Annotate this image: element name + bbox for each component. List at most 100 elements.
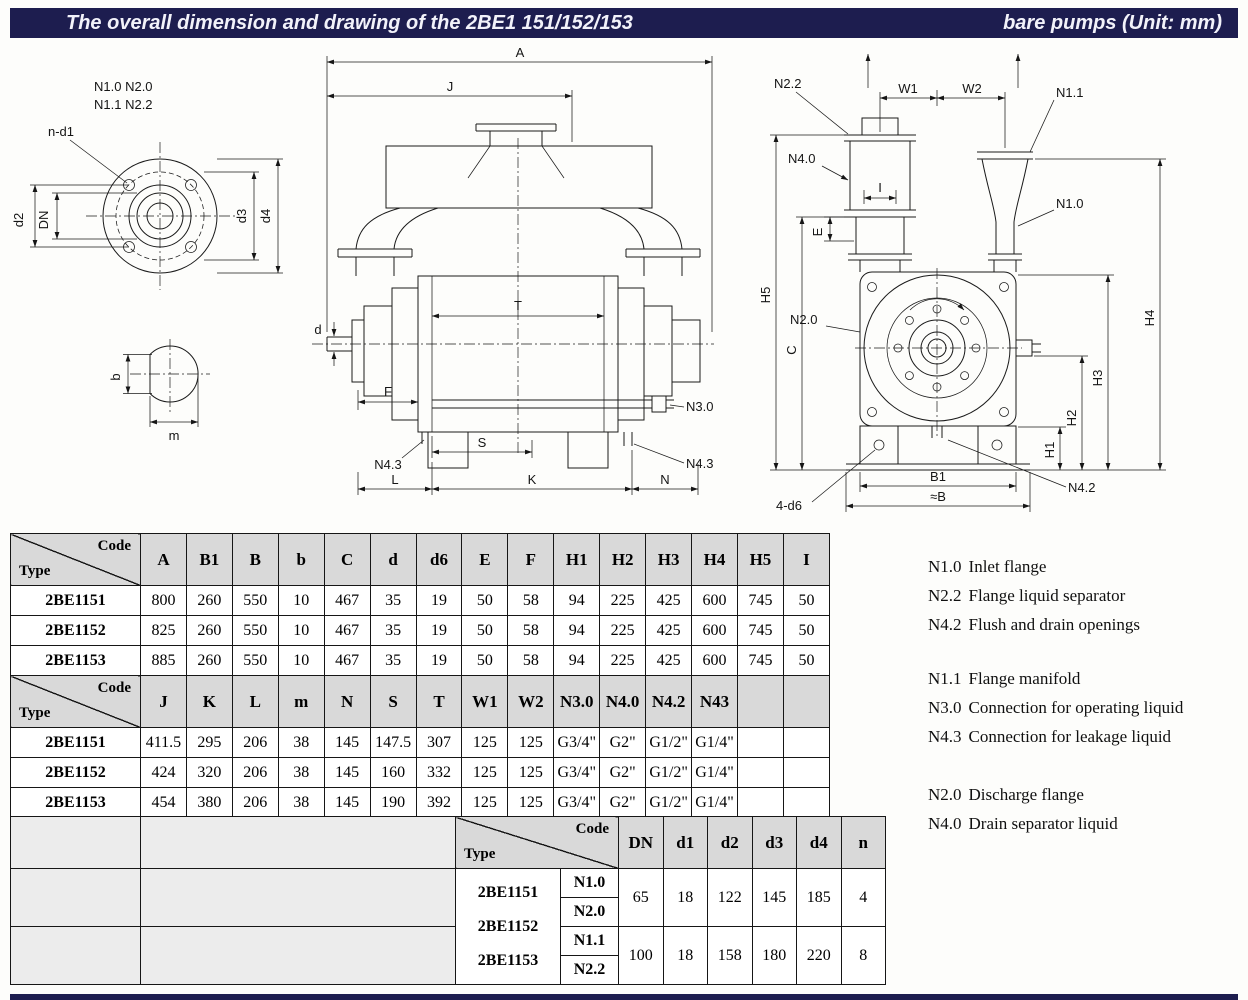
- col-header: J: [140, 675, 187, 728]
- col-header: F: [507, 533, 555, 586]
- cell: G3/4": [553, 727, 601, 758]
- legend-code: N1.1: [928, 669, 962, 688]
- cell: 18: [662, 926, 708, 985]
- cell: 206: [231, 787, 279, 818]
- pump-front-view-drawing: A J T d F S L K: [312, 45, 714, 495]
- cell: 600: [691, 645, 738, 676]
- cell: 425: [645, 645, 693, 676]
- cell: 10: [277, 645, 325, 676]
- cell: 50: [782, 615, 831, 646]
- empty-cell: [10, 868, 141, 927]
- cell: 58: [507, 585, 555, 616]
- col-header: I: [782, 533, 831, 586]
- cell: 425: [645, 615, 693, 646]
- legend-text: Flush and drain openings: [968, 615, 1140, 634]
- legend-item: N4.2 Flush and drain openings: [928, 610, 1244, 639]
- cell: 38: [277, 757, 325, 788]
- cell: G2": [599, 787, 647, 818]
- cell: [782, 727, 831, 758]
- dim-H3-label: H3: [1090, 370, 1105, 387]
- cell: G1/4": [691, 787, 738, 818]
- col-header: N4.0: [599, 675, 647, 728]
- cell: 190: [369, 787, 417, 818]
- col-header: d2: [707, 816, 753, 869]
- col-header: b: [277, 533, 325, 586]
- pump-side-view-drawing: W1 W2 N2.2 N1.1 N4.0 N1.0 N2.0 E I H5: [760, 53, 1166, 513]
- dim-N-label: N: [660, 472, 669, 487]
- col-header: E: [461, 533, 509, 586]
- dim-B-label: ≈B: [930, 489, 946, 504]
- cell: 185: [796, 868, 842, 927]
- pump-type: 2BE1151: [477, 883, 539, 901]
- row-type: 2BE1151: [10, 585, 141, 616]
- cell: 550: [231, 585, 279, 616]
- page-title-left: The overall dimension and drawing of the…: [66, 11, 633, 34]
- dim-d3-label: d3: [234, 209, 249, 223]
- dim-S-label: S: [478, 435, 487, 450]
- cell: 260: [185, 645, 233, 676]
- pump-front-geometry: [312, 123, 714, 469]
- callout-N10: N1.0: [1056, 196, 1083, 211]
- cell: 50: [461, 645, 509, 676]
- cell: 145: [323, 757, 371, 788]
- dim-W1-label: W1: [898, 81, 918, 96]
- cell: 35: [369, 645, 417, 676]
- legend-code: N4.2: [928, 615, 962, 634]
- cell: 10: [277, 615, 325, 646]
- cell: 380: [185, 787, 233, 818]
- cell: 600: [691, 615, 738, 646]
- title-bar: The overall dimension and drawing of the…: [10, 8, 1238, 38]
- cell: [736, 757, 784, 788]
- col-header: N: [323, 675, 371, 728]
- col-header: T: [415, 675, 463, 728]
- cell: 125: [507, 787, 555, 818]
- cell: 19: [415, 615, 463, 646]
- dim-d2-label: d2: [11, 213, 26, 227]
- cell: 19: [415, 585, 463, 616]
- cell: 225: [599, 645, 647, 676]
- cell: 50: [461, 615, 509, 646]
- cell: 8: [840, 926, 886, 985]
- col-header: C: [323, 533, 371, 586]
- col-header: d1: [662, 816, 708, 869]
- legend-code: N2.2: [928, 586, 962, 605]
- cell: [736, 787, 784, 818]
- cell: 18: [662, 868, 708, 927]
- dim-F-label: F: [384, 384, 392, 399]
- cell: 145: [323, 787, 371, 818]
- cell: 50: [782, 585, 831, 616]
- shaft-section-view: b m: [108, 339, 210, 443]
- dim-I-label: I: [878, 180, 882, 195]
- col-header: N43: [691, 675, 738, 728]
- cell: [736, 727, 784, 758]
- dim-J-label: J: [447, 79, 454, 94]
- col-header: m: [277, 675, 325, 728]
- legend-code: N2.0: [928, 785, 962, 804]
- dim-H4-label: H4: [1142, 310, 1157, 327]
- cell: 38: [277, 727, 325, 758]
- page-title-right: bare pumps (Unit: mm): [1003, 11, 1222, 34]
- cell: G2": [599, 727, 647, 758]
- corner-type-label: Type: [464, 846, 496, 862]
- callout-N43-left: N4.3: [374, 457, 401, 472]
- col-header: H4: [691, 533, 738, 586]
- cell: 122: [707, 868, 753, 927]
- dim-b-label: b: [108, 373, 123, 380]
- row-type: 2BE1152: [10, 615, 141, 646]
- row-type: 2BE1153: [10, 645, 141, 676]
- col-header: N3.0: [553, 675, 601, 728]
- cell: G3/4": [553, 787, 601, 818]
- dim-L-label: L: [391, 472, 398, 487]
- cell: 50: [782, 645, 831, 676]
- cell: G2": [599, 757, 647, 788]
- dim-E-label: E: [810, 227, 825, 236]
- col-header: d4: [796, 816, 842, 869]
- cell: 180: [751, 926, 797, 985]
